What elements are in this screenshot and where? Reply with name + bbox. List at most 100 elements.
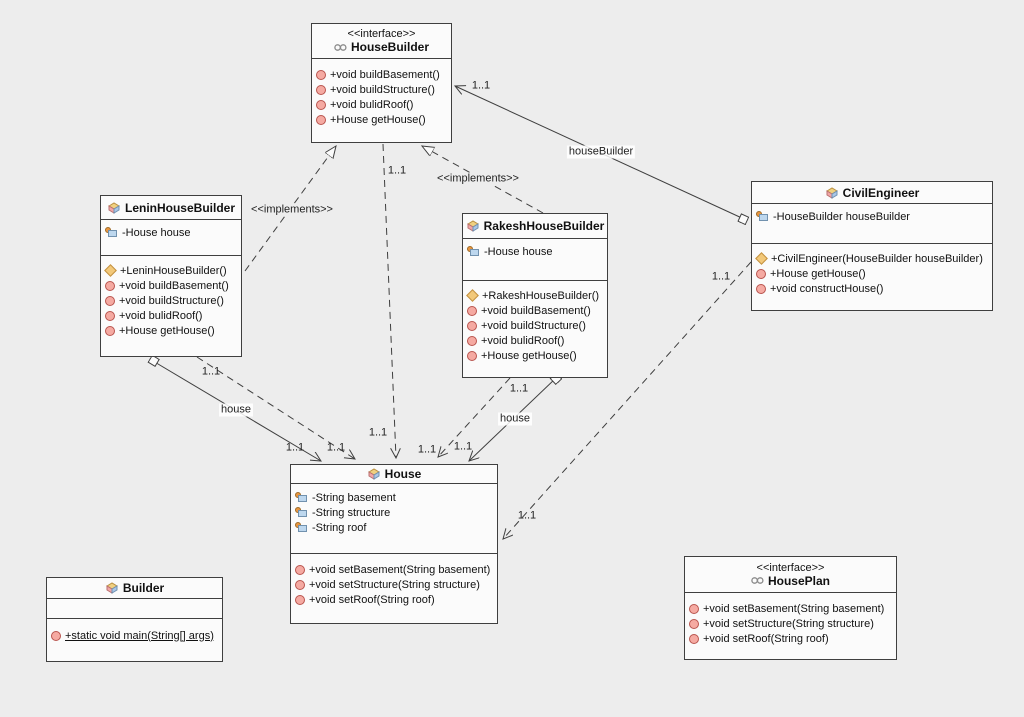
multiplicity-label: 1..1 [387, 164, 407, 177]
method-row: +void bulidRoof() [467, 333, 607, 348]
field-row: -House house [105, 225, 241, 240]
method-icon [51, 630, 61, 641]
class-name: RakeshHouseBuilder [483, 219, 605, 233]
method-row: +LeninHouseBuilder() [104, 263, 241, 278]
member-text: +static void main(String[] args) [65, 629, 214, 642]
method-row: +RakeshHouseBuilder() [466, 288, 607, 303]
class-houseplan-header: <<interface>> HousePlan [685, 557, 896, 593]
method-icon [689, 618, 699, 629]
member-text: +RakeshHouseBuilder() [482, 289, 600, 302]
field-icon [295, 507, 308, 518]
interface-icon [334, 43, 347, 51]
method-row: +void buildStructure() [316, 82, 451, 97]
methods-compartment: +static void main(String[] args) [47, 619, 222, 643]
class-housebuilder-header: <<interface>> HouseBuilder [312, 24, 451, 59]
fields-compartment: -House house [463, 239, 607, 281]
method-icon [316, 99, 326, 110]
method-icon [316, 69, 326, 80]
class-rakeshhousebuilder[interactable]: RakeshHouseBuilder -House house +RakeshH… [462, 213, 608, 378]
member-text: +void setStructure(String structure) [309, 578, 480, 591]
class-house-header: House [291, 465, 497, 484]
class-rakeshhousebuilder-header: RakeshHouseBuilder [463, 214, 607, 239]
class-builder-header: Builder [47, 578, 222, 599]
methods-compartment: +RakeshHouseBuilder() +void buildBasemen… [463, 281, 607, 363]
constructor-icon [755, 252, 768, 265]
method-icon [467, 335, 477, 346]
method-row: +void setRoof(String roof) [295, 592, 497, 607]
method-row: +void bulidRoof() [316, 97, 451, 112]
implements-label-lenin: <<implements>> [249, 203, 335, 216]
stereotype-label: <<interface>> [347, 28, 416, 40]
method-row: +void buildBasement() [467, 303, 607, 318]
class-civilengineer-header: CivilEngineer [752, 182, 992, 204]
class-leninhousebuilder[interactable]: LeninHouseBuilder -House house +LeninHou… [100, 195, 242, 357]
method-row: +void buildStructure() [467, 318, 607, 333]
association-role-label: house [498, 412, 532, 426]
member-text: -House house [122, 226, 191, 239]
method-icon [689, 633, 699, 644]
edge-rakesh-house-dependency[interactable] [438, 377, 511, 457]
multiplicity-label: 1..1 [517, 509, 537, 522]
class-name: HouseBuilder [350, 40, 429, 54]
method-row: +void setBasement(String basement) [295, 562, 497, 577]
constructor-icon [466, 289, 479, 302]
method-icon [467, 320, 477, 331]
member-text: -String basement [312, 491, 396, 504]
association-role-label: house [219, 403, 253, 417]
methods-compartment: +void buildBasement() +void buildStructu… [312, 59, 451, 127]
member-text: +House getHouse() [481, 349, 577, 362]
class-builder[interactable]: Builder +static void main(String[] args) [46, 577, 223, 662]
method-row: +void bulidRoof() [105, 308, 241, 323]
field-row: -String structure [295, 505, 497, 520]
member-text: +void setBasement(String basement) [703, 602, 885, 615]
member-text: +void bulidRoof() [481, 334, 565, 347]
method-row: +House getHouse() [316, 112, 451, 127]
fields-compartment: -String basement -String structure -Stri… [291, 484, 497, 554]
class-icon [105, 582, 118, 594]
member-text: +void setRoof(String roof) [309, 593, 435, 606]
class-houseplan[interactable]: <<interface>> HousePlan +void setBasemen… [684, 556, 897, 660]
method-icon [467, 350, 477, 361]
class-civilengineer[interactable]: CivilEngineer -HouseBuilder houseBuilder… [751, 181, 993, 311]
class-leninhousebuilder-header: LeninHouseBuilder [101, 196, 241, 220]
member-text: +House getHouse() [330, 113, 426, 126]
fields-compartment: -House house [101, 220, 241, 256]
method-icon [316, 84, 326, 95]
member-text: +void bulidRoof() [330, 98, 414, 111]
member-text: +void setBasement(String basement) [309, 563, 491, 576]
method-row: +House getHouse() [105, 323, 241, 338]
class-name: LeninHouseBuilder [124, 200, 235, 215]
method-icon [295, 579, 305, 590]
method-icon [756, 283, 766, 294]
member-text: +void bulidRoof() [119, 309, 203, 322]
member-text: +LeninHouseBuilder() [120, 264, 227, 277]
class-icon [466, 220, 479, 232]
method-icon [467, 305, 477, 316]
edge-civilengineer-house-dependency[interactable] [503, 261, 752, 539]
member-text: +void setRoof(String roof) [703, 632, 829, 645]
member-text: +void setStructure(String structure) [703, 617, 874, 630]
member-text: +void buildStructure() [119, 294, 224, 307]
member-text: +void buildBasement() [481, 304, 591, 317]
multiplicity-label: 1..1 [368, 426, 388, 439]
method-row: +void constructHouse() [756, 281, 992, 296]
class-name: Builder [122, 581, 165, 595]
methods-compartment: +void setBasement(String basement) +void… [291, 554, 497, 607]
interface-icon [751, 577, 764, 584]
class-icon [108, 201, 120, 214]
method-row: +House getHouse() [756, 266, 992, 281]
methods-compartment: +CivilEngineer(HouseBuilder houseBuilder… [752, 244, 992, 296]
methods-compartment: +LeninHouseBuilder() +void buildBasement… [101, 256, 241, 338]
class-name: CivilEngineer [842, 185, 920, 200]
association-role-label: houseBuilder [566, 145, 636, 159]
method-icon [756, 268, 766, 279]
field-row: -House house [467, 244, 607, 259]
class-housebuilder[interactable]: <<interface>> HouseBuilder +void buildBa… [311, 23, 452, 143]
method-row: +static void main(String[] args) [51, 628, 222, 643]
field-row: -String roof [295, 520, 497, 535]
constructor-icon [104, 264, 117, 277]
edge-lenin-house-dependency[interactable] [196, 356, 355, 459]
field-row: -String basement [295, 490, 497, 505]
edge-housebuilder-house-dependency[interactable] [382, 143, 396, 458]
class-house[interactable]: House -String basement -String structure… [290, 464, 498, 624]
